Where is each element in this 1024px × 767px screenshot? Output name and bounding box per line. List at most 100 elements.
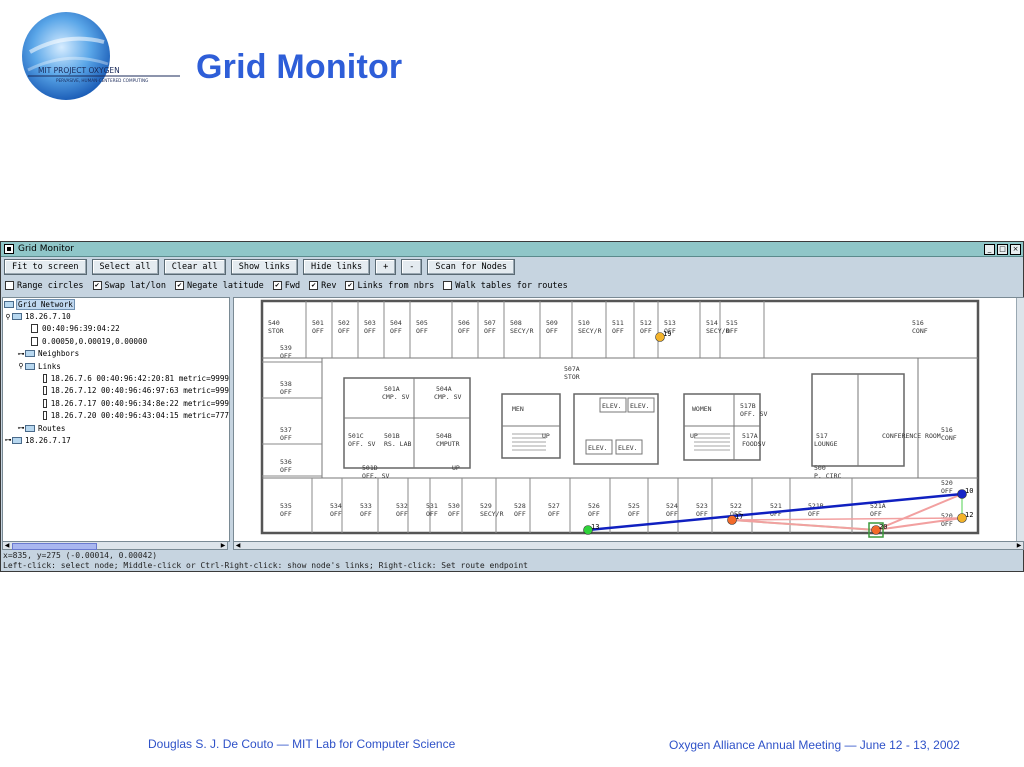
- inner-room-label: OFF. SV: [348, 440, 375, 448]
- network-tree[interactable]: Grid Network ⚲18.26.7.10 00:40:96:39:04:…: [2, 297, 230, 542]
- room-use: OFF: [696, 510, 708, 518]
- zoom-in-button[interactable]: +: [375, 259, 397, 275]
- checkbox-unchecked[interactable]: [443, 281, 453, 290]
- network-node[interactable]: 17: [727, 513, 744, 525]
- checkbox-checked[interactable]: ✔: [309, 281, 319, 290]
- collapsed-handle-icon[interactable]: ⊶: [4, 436, 12, 445]
- node-marker[interactable]: [957, 513, 967, 523]
- hide-links-button[interactable]: Hide links: [302, 259, 371, 275]
- tree-item-link[interactable]: 18.26.7.20 00:40:96:43:04:15 metric=777: [3, 410, 229, 422]
- room-number: 520: [941, 512, 953, 520]
- node-marker[interactable]: [957, 489, 967, 499]
- scroll-right-icon[interactable]: ▶: [1016, 542, 1022, 549]
- option-fwd[interactable]: ✔Fwd: [272, 281, 300, 291]
- room-use: OFF: [941, 487, 953, 495]
- room-number: 523: [696, 502, 708, 510]
- maximize-icon[interactable]: □: [997, 243, 1008, 255]
- collapsed-handle-icon[interactable]: ⊶: [17, 349, 25, 358]
- tree-item-links[interactable]: ⚲Links: [3, 360, 229, 372]
- scan-for-nodes-button[interactable]: Scan for Nodes: [427, 259, 516, 275]
- inner-room-label: ELEV.: [618, 444, 638, 452]
- room-number: 510: [578, 319, 590, 327]
- status-help: Left-click: select node; Middle-click or…: [3, 561, 528, 570]
- select-all-button[interactable]: Select all: [91, 259, 159, 275]
- inner-room-label: 504B: [436, 432, 452, 440]
- room-number: 539: [280, 344, 292, 352]
- option-walk-tables[interactable]: Walk tables for routes: [443, 281, 568, 291]
- tree-item-link[interactable]: 18.26.7.12 00:40:96:46:97:63 metric=999: [3, 385, 229, 397]
- option-label: Swap lat/lon: [104, 280, 166, 291]
- node-label: 17: [735, 513, 743, 521]
- window-titlebar[interactable]: Grid Monitor _ □ ×: [1, 242, 1023, 257]
- tree-item-routes[interactable]: ⊶ Routes: [3, 422, 229, 434]
- tree-horizontal-scrollbar[interactable]: ◀ ▶: [2, 541, 228, 550]
- inner-room-label: UP: [690, 432, 698, 440]
- network-node[interactable]: 12: [957, 511, 974, 523]
- option-rev[interactable]: ✔Rev: [309, 281, 336, 291]
- expanded-handle-icon[interactable]: ⚲: [5, 312, 11, 321]
- collapsed-handle-icon[interactable]: ⊶: [17, 424, 25, 433]
- option-negate-latitude[interactable]: ✔Negate latitude: [174, 281, 264, 291]
- inner-room-label: UP: [452, 464, 460, 472]
- option-swap-lat-lon[interactable]: ✔Swap lat/lon: [92, 280, 166, 291]
- tree-item-leaf[interactable]: 00:40:96:39:04:22: [3, 323, 229, 335]
- checkbox-checked[interactable]: ✔: [92, 281, 102, 290]
- file-icon: [43, 398, 47, 408]
- floorplan-canvas[interactable]: 540STOR501OFF502OFF503OFF504OFF505OFF506…: [234, 298, 1016, 541]
- tree-item-leaf[interactable]: 0.00050,0.00019,0.00000: [3, 335, 229, 347]
- scroll-left-icon[interactable]: ◀: [235, 542, 241, 549]
- tree-item-node[interactable]: ⊶18.26.7.17: [3, 434, 229, 446]
- minimize-icon[interactable]: _: [984, 243, 995, 255]
- room-use: OFF: [588, 510, 600, 518]
- window-menu-icon[interactable]: [4, 244, 14, 254]
- checkbox-unchecked[interactable]: [5, 281, 14, 290]
- room-use: OFF: [666, 510, 678, 518]
- scrollbar-thumb[interactable]: [12, 543, 97, 550]
- network-node[interactable]: 20: [868, 522, 887, 538]
- option-label: Range circles: [17, 280, 84, 291]
- tree-item-link[interactable]: 18.26.7.17 00:40:96:34:8e:22 metric=999: [3, 397, 229, 409]
- close-icon[interactable]: ×: [1010, 243, 1021, 255]
- room-number: 506: [458, 319, 470, 327]
- room-use: OFF: [484, 327, 496, 335]
- node-marker[interactable]: [727, 515, 737, 525]
- checkbox-checked[interactable]: ✔: [272, 281, 282, 290]
- network-node[interactable]: 10: [957, 487, 974, 499]
- forward-link: [875, 493, 963, 531]
- tree-item-node[interactable]: ⚲18.26.7.10: [3, 310, 229, 322]
- zoom-out-button[interactable]: -: [401, 259, 423, 275]
- node-marker[interactable]: [871, 525, 881, 535]
- expanded-handle-icon[interactable]: ⚲: [18, 362, 24, 371]
- clear-all-button[interactable]: Clear all: [163, 259, 226, 275]
- node-marker[interactable]: [655, 332, 665, 342]
- option-range-circles[interactable]: Range circles: [5, 281, 84, 291]
- option-links-from-nbrs[interactable]: ✔Links from nbrs: [345, 281, 434, 291]
- room-use: OFF: [426, 510, 438, 518]
- network-node[interactable]: 19: [655, 330, 672, 342]
- inner-room-label: CMP. SV: [434, 393, 461, 401]
- room-number: 533: [360, 502, 372, 510]
- window-title: Grid Monitor: [18, 244, 74, 254]
- fit-to-screen-button[interactable]: Fit to screen: [4, 259, 87, 275]
- map-horizontal-scrollbar[interactable]: ◀ ▶: [233, 541, 1024, 550]
- map-vertical-scrollbar[interactable]: [1016, 298, 1024, 541]
- checkbox-checked[interactable]: ✔: [174, 281, 184, 290]
- scroll-left-icon[interactable]: ◀: [4, 542, 10, 549]
- folder-icon: [25, 424, 35, 432]
- network-node[interactable]: 13: [583, 523, 600, 535]
- room-number: 516: [941, 426, 953, 434]
- tree-item-link[interactable]: 18.26.7.6 00:40:96:42:20:81 metric=9999: [3, 372, 229, 384]
- option-label: Links from nbrs: [357, 280, 435, 291]
- tree-item-neighbors[interactable]: ⊶Neighbors: [3, 348, 229, 360]
- show-links-button[interactable]: Show links: [230, 259, 298, 275]
- folder-icon: [25, 362, 35, 370]
- grid-monitor-window: Grid Monitor _ □ × Fit to screen Select …: [0, 241, 1024, 572]
- room-number: 535: [280, 502, 292, 510]
- inner-room-label: FOODSV: [742, 440, 766, 448]
- scroll-right-icon[interactable]: ▶: [220, 542, 226, 549]
- checkbox-checked[interactable]: ✔: [345, 281, 355, 290]
- tree-item-label: Routes: [38, 423, 66, 433]
- node-marker[interactable]: [583, 525, 593, 535]
- tree-item-grid-network[interactable]: Grid Network: [3, 298, 229, 310]
